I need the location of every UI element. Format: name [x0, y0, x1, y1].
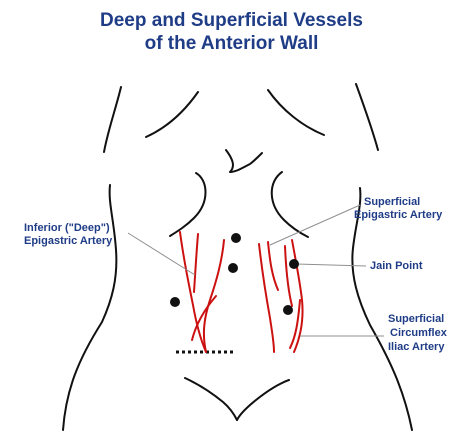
right-body-contour: [352, 188, 412, 430]
label-superficial-epigastric-line-1: Superficial: [364, 196, 420, 209]
right-ribcage-outline: [272, 172, 308, 237]
right-deep-epigastric-artery: [259, 244, 274, 352]
left-arm-outline: [104, 87, 121, 152]
leader-jain-point: [296, 264, 366, 266]
right-arm-outline: [356, 84, 378, 150]
label-superficial-circumflex-line-1: Superficial: [388, 313, 444, 326]
pubic-curve-left: [185, 378, 237, 420]
left-superficial-epigastric-artery: [204, 240, 224, 352]
pubic-curve-right: [237, 380, 289, 420]
left-shoulder-chest-outline: [146, 92, 198, 137]
label-inferior-deep-line-1: Inferior ("Deep"): [24, 222, 110, 235]
label-jain-point: Jain Point: [370, 260, 423, 273]
right-shoulder-chest-outline: [268, 90, 324, 135]
leader-superficial-epigastric: [270, 205, 360, 245]
left-deep-epigastric-artery-branch: [194, 234, 198, 292]
port-dot-right-lower: [283, 305, 293, 315]
label-superficial-epigastric-line-2: Epigastric Artery: [354, 209, 442, 222]
port-dot-jain-point: [289, 259, 299, 269]
port-dot-upper-center: [231, 233, 241, 243]
right-deep-epigastric-artery-branch: [268, 242, 278, 290]
sternum-notch-outline: [226, 150, 262, 172]
leader-inferior-deep: [128, 233, 195, 275]
left-ribcage-outline: [170, 173, 206, 236]
label-superficial-circumflex-line-3: Iliac Artery: [388, 341, 444, 354]
label-superficial-circumflex-line-2: Circumflex: [390, 327, 447, 340]
right-superficial-epigastric-artery: [292, 240, 303, 352]
port-dot-center: [228, 263, 238, 273]
port-dot-left-lower: [170, 297, 180, 307]
right-superficial-artery-branch: [285, 246, 292, 306]
label-inferior-deep-line-2: Epigastric Artery: [24, 235, 112, 248]
